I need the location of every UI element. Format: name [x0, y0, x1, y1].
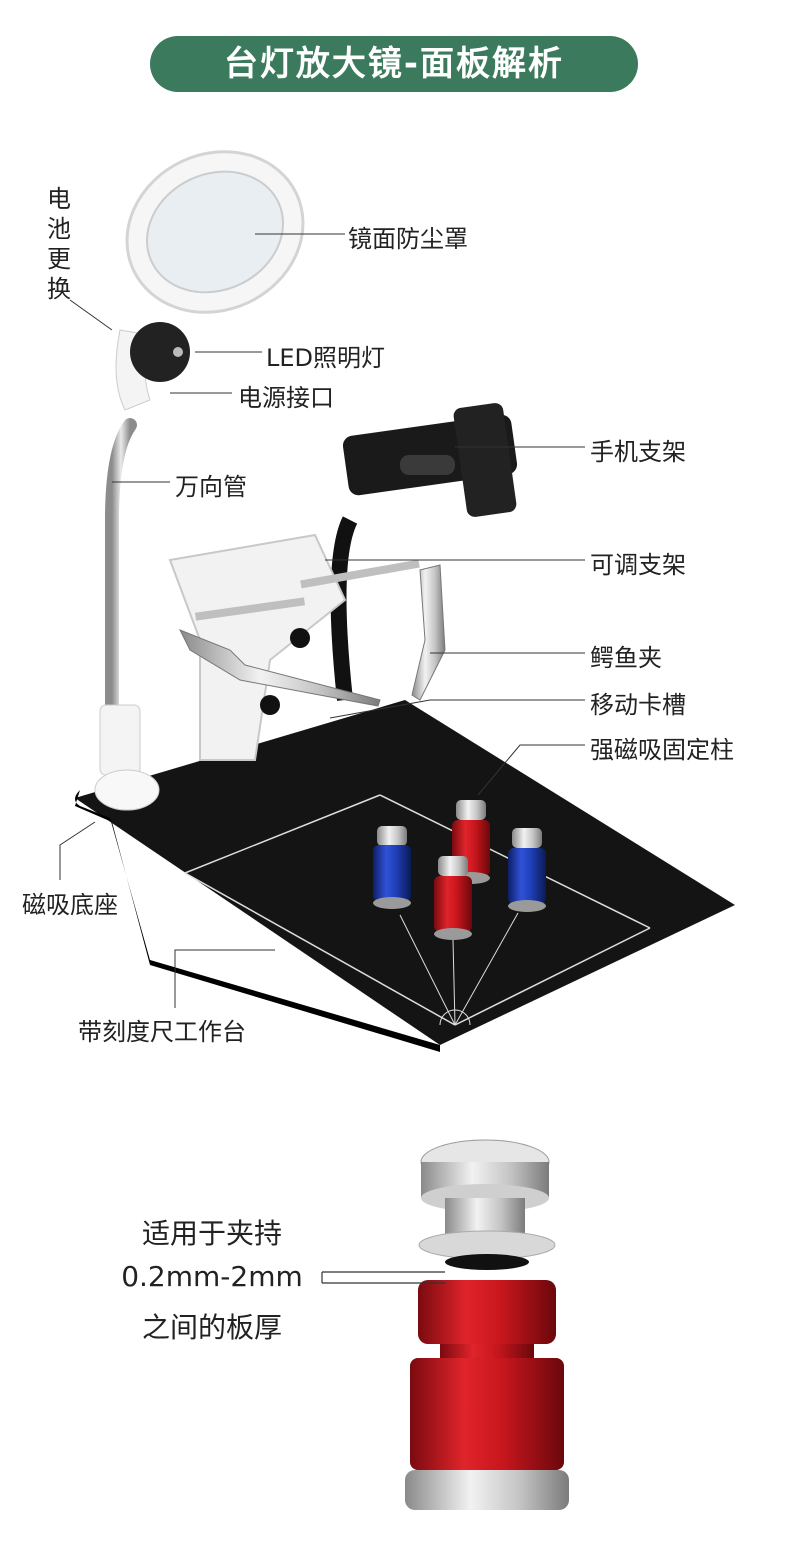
magnetic-post-detail [321, 1139, 569, 1510]
alligator-clips [178, 564, 446, 707]
adjustable-bracket [168, 533, 420, 761]
label-magnetic-base: 磁吸底座 [22, 891, 118, 919]
label-power-port: 电源接口 [238, 384, 334, 412]
label-slot: 移动卡槽 [590, 691, 686, 719]
magnetic-post-red-front [434, 856, 472, 940]
spec-line-1: 适用于夹持 [141, 1217, 282, 1250]
label-led: LED照明灯 [266, 344, 386, 372]
gooseneck [94, 418, 160, 811]
leader-lines [59, 233, 585, 1008]
label-magnetic-post: 强磁吸固定柱 [590, 736, 734, 764]
spec-line-3: 之间的板厚 [141, 1311, 282, 1344]
label-gooseneck: 万向管 [175, 473, 247, 501]
label-phone-holder: 手机支架 [590, 438, 686, 466]
page-title: 台灯放大镜-面板解析 [150, 36, 638, 92]
spec-line-2: 0.2mm-2mm [121, 1260, 303, 1293]
label-ruler-platform: 带刻度尺工作台 [78, 1018, 246, 1046]
label-lens-cover: 镜面防尘罩 [348, 225, 468, 253]
label-adjustable-bracket: 可调支架 [590, 551, 686, 579]
label-alligator-clip: 鳄鱼夹 [590, 644, 662, 672]
magnifier [115, 150, 305, 411]
magnetic-post-blue-left [373, 826, 411, 909]
magnetic-post-blue-right [508, 828, 546, 912]
label-battery: 电池更换 [47, 185, 71, 303]
